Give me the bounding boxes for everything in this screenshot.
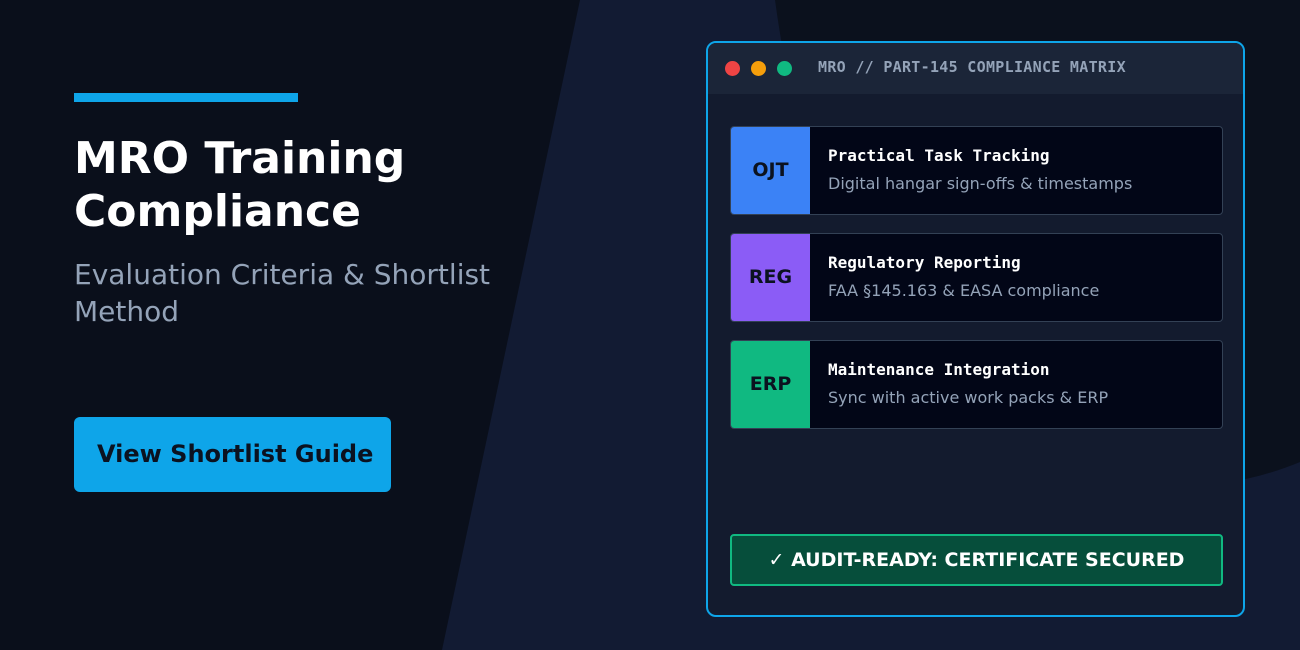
module-title-erp: Maintenance Integration bbox=[828, 360, 1050, 379]
module-ojt: OJT Practical Task Tracking Digital hang… bbox=[730, 126, 1223, 215]
module-description-erp: Sync with active work packs & ERP bbox=[828, 388, 1109, 407]
module-reg: REG Regulatory Reporting FAA §145.163 & … bbox=[730, 233, 1223, 322]
view-shortlist-guide-button[interactable]: View Shortlist Guide bbox=[74, 417, 391, 492]
module-badge-ojt: OJT bbox=[731, 127, 810, 214]
module-description-reg: FAA §145.163 & EASA compliance bbox=[828, 281, 1100, 300]
module-title-reg: Regulatory Reporting bbox=[828, 253, 1021, 272]
module-badge-erp: ERP bbox=[731, 341, 810, 428]
close-window-dot[interactable] bbox=[725, 61, 740, 76]
page-title: MRO Training Compliance bbox=[74, 133, 406, 237]
module-description-ojt: Digital hangar sign-offs & timestamps bbox=[828, 174, 1133, 193]
minimize-window-dot[interactable] bbox=[751, 61, 766, 76]
page-subtitle: Evaluation Criteria & Shortlist Method bbox=[74, 258, 491, 328]
window-titlebar: MRO // PART-145 COMPLIANCE MATRIX bbox=[708, 43, 1243, 94]
module-badge-reg: REG bbox=[731, 234, 810, 321]
window-title: MRO // PART-145 COMPLIANCE MATRIX bbox=[818, 58, 1126, 76]
audit-status-banner: ✓ AUDIT-READY: CERTIFICATE SECURED bbox=[730, 534, 1223, 586]
maximize-window-dot[interactable] bbox=[777, 61, 792, 76]
module-erp: ERP Maintenance Integration Sync with ac… bbox=[730, 340, 1223, 429]
module-title-ojt: Practical Task Tracking bbox=[828, 146, 1050, 165]
accent-bar bbox=[74, 93, 298, 102]
compliance-matrix-window: MRO // PART-145 COMPLIANCE MATRIX OJT Pr… bbox=[706, 41, 1245, 617]
